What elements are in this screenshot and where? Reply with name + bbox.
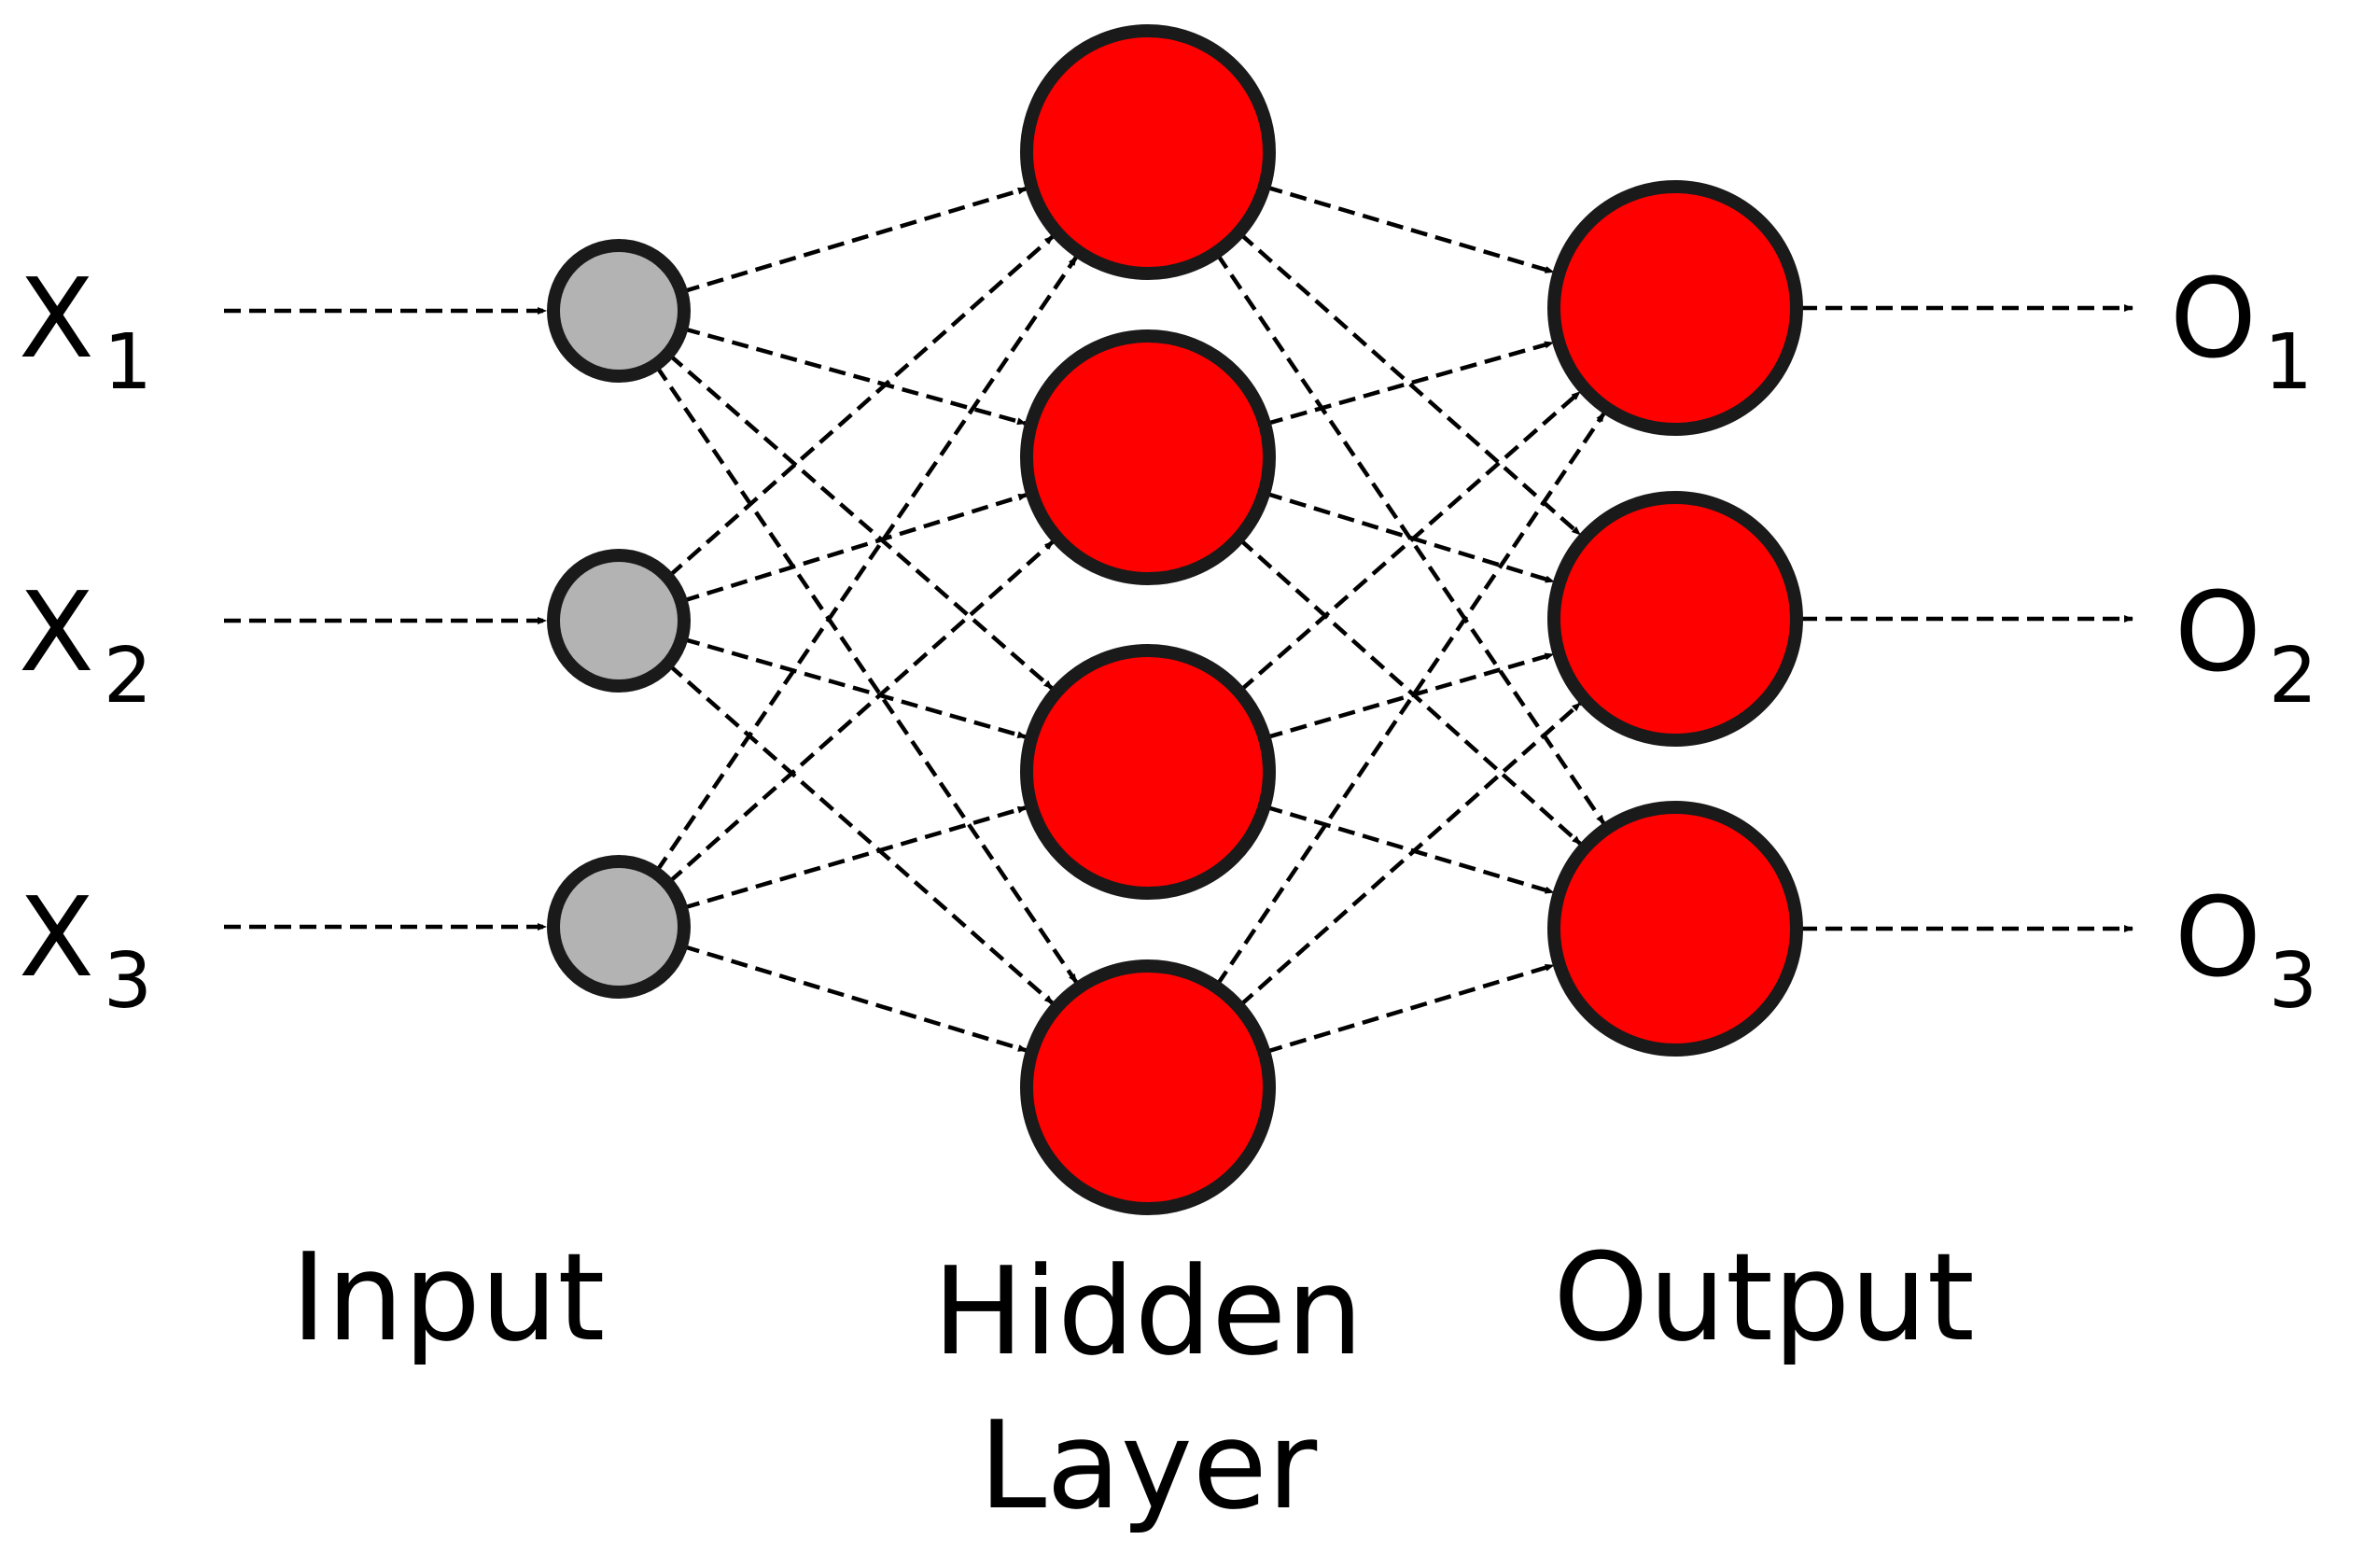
layer-label-hidden-line2: Layer: [979, 1394, 1318, 1536]
connection-arrows: [224, 185, 2133, 1055]
output-node-2: [1547, 491, 1803, 747]
edge-input2-hidden4: [667, 663, 1055, 1005]
hidden-node-3: [1020, 644, 1276, 900]
edge-input3-hidden3: [682, 805, 1028, 910]
output-label-o3: O3: [2175, 873, 2317, 1026]
edge-input2-hidden3: [682, 637, 1028, 739]
edge-input1-hidden2: [682, 327, 1027, 426]
input-node-1: [547, 239, 691, 383]
edge-input3-hidden4: [682, 944, 1028, 1053]
hidden-node-2: [1020, 329, 1276, 585]
edge-hidden1-output2: [1238, 231, 1582, 537]
edge-input1-hidden4: [654, 365, 1079, 984]
edge-input1-hidden1: [682, 186, 1028, 294]
output-node-1: [1547, 180, 1803, 436]
output-label-o2: O2: [2175, 567, 2317, 721]
hidden-node-4: [1020, 959, 1276, 1215]
edge-input2-hidden2: [682, 492, 1028, 603]
edge-input1-hidden3: [667, 353, 1054, 691]
layer-label-hidden-line1: Hidden: [932, 1240, 1363, 1382]
edge-hidden2-output1: [1266, 340, 1555, 427]
network-nodes: [547, 24, 1803, 1215]
edge-hidden4-output3: [1265, 963, 1555, 1055]
input-node-2: [547, 549, 691, 693]
edge-input3-hidden2: [667, 539, 1055, 884]
output-label-o1: O1: [2170, 254, 2313, 407]
layer-label-output: Output: [1553, 1226, 1975, 1368]
layer-label-input: Input: [291, 1226, 606, 1368]
output-node-3: [1547, 801, 1803, 1057]
edge-hidden3-output1: [1238, 390, 1582, 693]
edge-hidden3-output2: [1266, 651, 1555, 740]
edge-input2-hidden1: [667, 234, 1055, 578]
edge-hidden4-output2: [1238, 701, 1582, 1008]
hidden-node-1: [1020, 24, 1276, 280]
edge-hidden1-output1: [1265, 185, 1555, 274]
edge-input3-hidden1: [654, 256, 1079, 873]
edge-hidden4-output1: [1215, 412, 1606, 987]
input-node-3: [547, 855, 691, 999]
edge-hidden2-output3: [1238, 538, 1583, 847]
